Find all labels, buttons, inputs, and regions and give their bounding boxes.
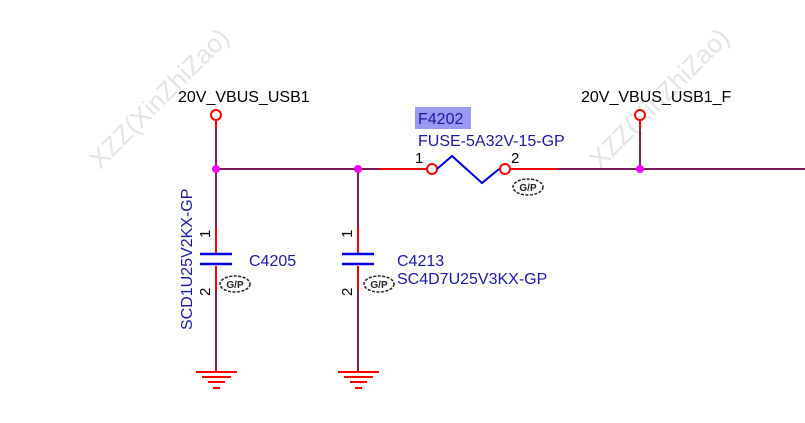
fuse-ref-highlight: [415, 107, 471, 129]
fuse-pin1-circle[interactable]: [426, 163, 438, 175]
wires: [215, 128, 805, 372]
fuse-part-number: FUSE-5A32V-15-GP: [418, 133, 565, 150]
net-label-20v-vbus-usb1-f[interactable]: 20V_VBUS_USB1_F: [581, 89, 732, 106]
c4205-gp-badge: G/P: [219, 275, 251, 293]
c4205-part-number: SCD1U25V2KX-GP: [179, 189, 196, 330]
c4205-pin2-number: 2: [197, 288, 214, 296]
c4213-part-number: SC4D7U25V3KX-GP: [397, 271, 547, 288]
ground-symbol-right[interactable]: [338, 371, 379, 389]
junction-dot-right: [636, 165, 644, 173]
c4205-pin1-number: 1: [197, 230, 214, 238]
fuse-gp-badge: G/P: [512, 178, 544, 196]
fuse-pin2-number: 2: [511, 150, 519, 167]
fuse-pin2-circle[interactable]: [499, 163, 511, 175]
c4213-pin2-number: 2: [339, 288, 356, 296]
power-port-right[interactable]: [634, 109, 646, 121]
c4205-gp-badge-text: G/P: [226, 280, 244, 291]
junction-dot-middle: [354, 165, 362, 173]
ground-symbol-left[interactable]: [196, 371, 237, 389]
junction-dot-left: [212, 165, 220, 173]
c4213-pin1-number: 1: [339, 230, 356, 238]
fuse-symbol[interactable]: [436, 154, 500, 185]
c4205-ref[interactable]: C4205: [249, 253, 296, 270]
fuse-ref[interactable]: F4202: [418, 111, 463, 128]
c4213-gp-badge: G/P: [363, 275, 395, 293]
net-label-20v-vbus-usb1[interactable]: 20V_VBUS_USB1: [178, 89, 310, 106]
power-port-left[interactable]: [210, 109, 222, 121]
c4213-ref[interactable]: C4213: [397, 253, 444, 270]
fuse-gp-badge-text: G/P: [519, 183, 537, 194]
fuse-pin1-number: 1: [415, 150, 423, 167]
c4213-gp-badge-text: G/P: [370, 280, 388, 291]
